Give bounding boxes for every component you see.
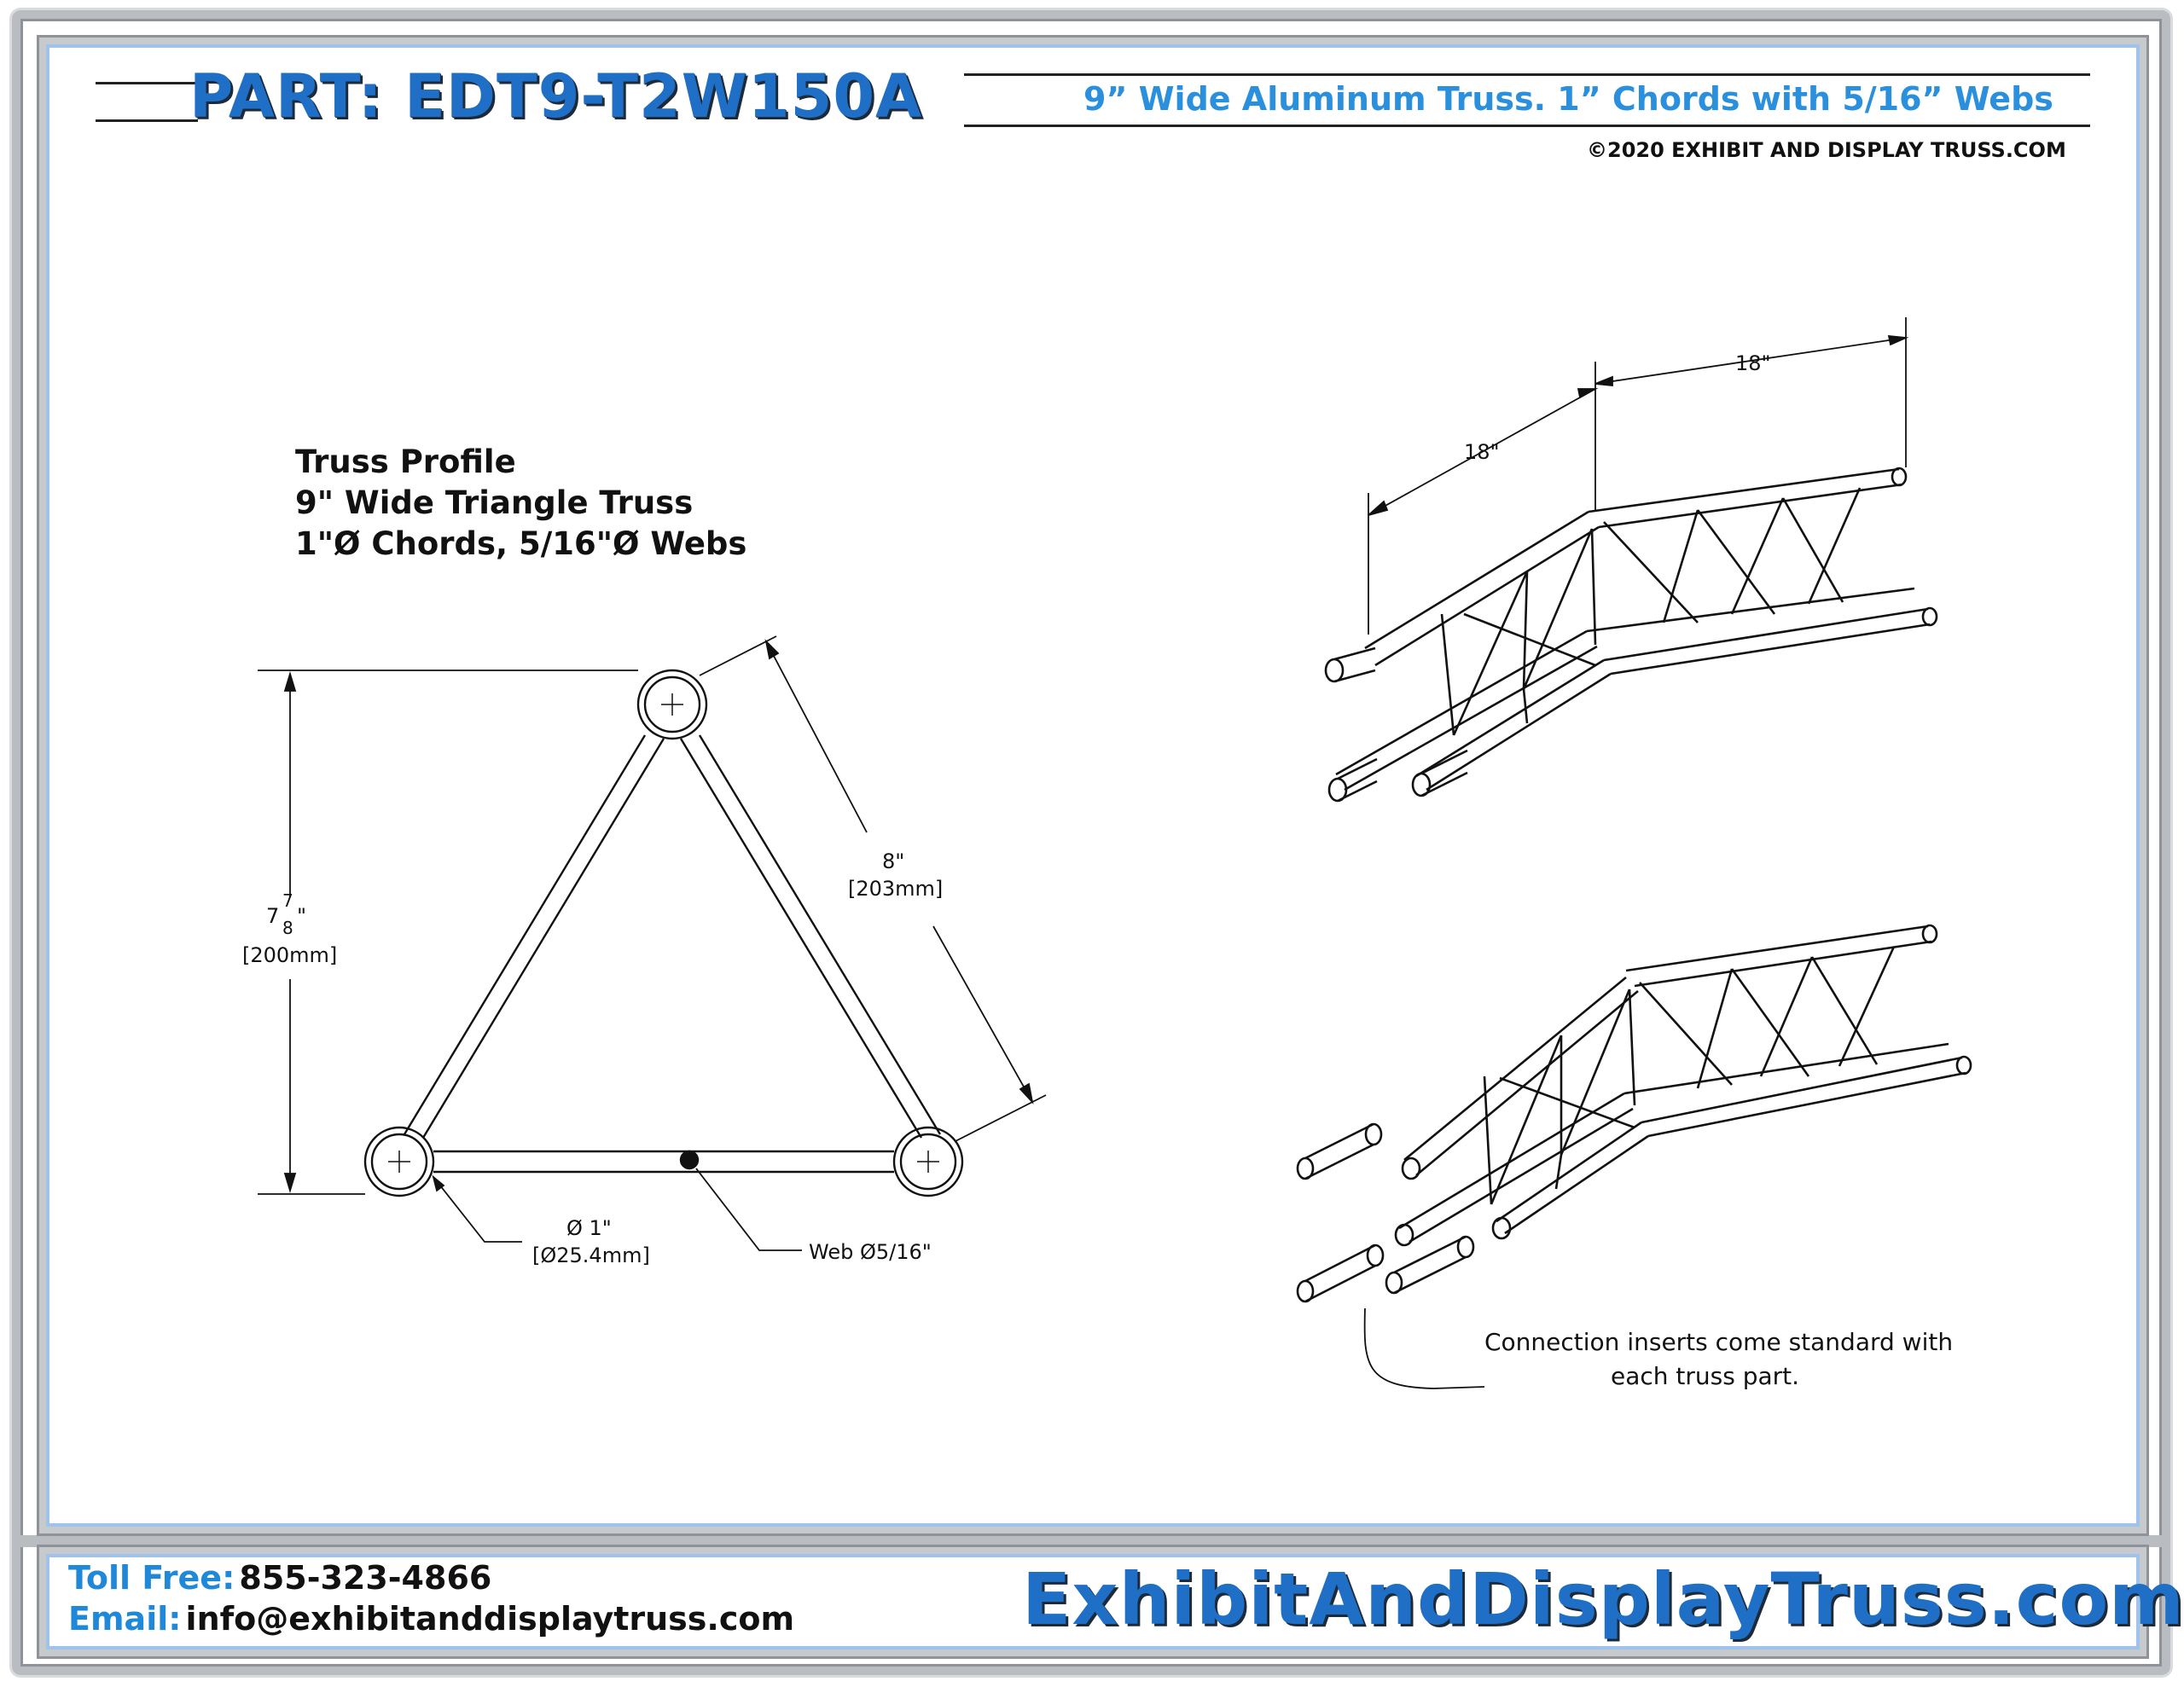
height-fraction-num: 7 xyxy=(282,890,293,911)
web-diameter: Web Ø5/16" xyxy=(809,1240,932,1264)
web-right xyxy=(679,734,942,1139)
web-left xyxy=(403,734,665,1139)
inserts-note-line1: Connection inserts come standard with xyxy=(1484,1328,1954,1356)
chord-diameter: Ø 1" xyxy=(566,1216,612,1240)
email-line: Email: info@exhibitanddisplaytruss.com xyxy=(68,1600,794,1638)
height-whole: 7 xyxy=(266,904,280,928)
title-rule-left-lower xyxy=(96,119,198,122)
iso-truss-upper xyxy=(1324,317,1938,803)
chord-left xyxy=(363,1126,435,1197)
title-rule-left xyxy=(96,82,198,84)
chord-right xyxy=(892,1126,964,1197)
part-subtitle: 9” Wide Aluminum Truss. 1” Chords with 5… xyxy=(1083,80,2053,118)
height-unit: " xyxy=(297,904,307,928)
toll-free-label: Toll Free: xyxy=(68,1559,235,1597)
footer-panel xyxy=(46,1554,2140,1649)
height-fraction-den: 8 xyxy=(282,918,293,938)
copyright-notice: ©2020 EXHIBIT AND DISPLAY TRUSS.COM xyxy=(1587,138,2066,162)
toll-free-number[interactable]: 855-323-4866 xyxy=(239,1559,492,1597)
frame-separator xyxy=(12,1535,2170,1547)
part-title: PART: EDT9-T2W150A xyxy=(189,61,923,131)
profile-heading: Truss Profile xyxy=(295,443,516,480)
height-mm: [200mm] xyxy=(242,943,338,967)
loose-inserts xyxy=(1296,1122,1475,1303)
iso-dim-left: 18" xyxy=(1464,440,1500,464)
outer-frame xyxy=(12,10,2170,1675)
toll-free-line: Toll Free: 855-323-4866 xyxy=(68,1559,491,1597)
height-dimension xyxy=(258,670,638,1195)
drawing-sheet xyxy=(46,44,2140,1527)
triangle-profile-drawing xyxy=(258,635,1047,1251)
iso-truss-lower xyxy=(1296,924,1972,1389)
profile-chords-line: 1"Ø Chords, 5/16"Ø Webs xyxy=(295,525,747,562)
email-address[interactable]: info@exhibitanddisplaytruss.com xyxy=(185,1600,795,1638)
chord-top xyxy=(636,669,708,740)
website-link[interactable]: ExhibitAndDisplayTruss.com xyxy=(1022,1557,2184,1641)
title-rule-right-lower xyxy=(964,125,2090,127)
title-rule-right xyxy=(964,73,2090,76)
web-section-dot xyxy=(679,1150,700,1170)
chord-diameter-mm: [Ø25.4mm] xyxy=(532,1244,650,1267)
email-label: Email: xyxy=(68,1600,182,1638)
web-bottom xyxy=(433,1150,894,1174)
iso-dim-right: 18" xyxy=(1735,351,1771,375)
side-length-mm: [203mm] xyxy=(848,877,944,901)
leaders xyxy=(432,1168,802,1251)
side-length-in: 8" xyxy=(882,849,905,873)
profile-width-line: 9" Wide Triangle Truss xyxy=(295,484,694,521)
side-dimension xyxy=(699,635,1047,1142)
inserts-note-line2: each truss part. xyxy=(1611,1362,1800,1390)
